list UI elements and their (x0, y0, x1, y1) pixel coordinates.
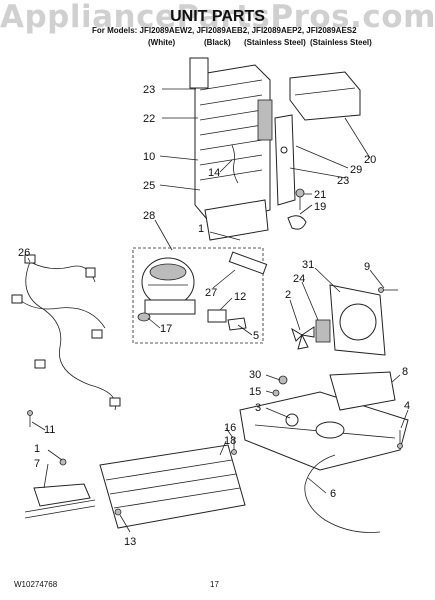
overload-12-drawing (207, 309, 227, 323)
page-title: UNIT PARTS (170, 8, 265, 25)
callout-16: 16 (224, 422, 236, 434)
screw-1b-drawing (59, 458, 67, 466)
callout-1-top: 1 (198, 223, 204, 235)
fan-motor-drawing (315, 319, 331, 343)
callout-3: 3 (255, 402, 261, 414)
base-pan-drawing (239, 391, 409, 471)
grommet-30-drawing (278, 375, 288, 385)
callout-25: 25 (143, 180, 155, 192)
leader-lines (27, 88, 409, 533)
callout-4: 4 (404, 400, 410, 412)
screw-15-drawing (272, 389, 280, 397)
evaporator-cover-drawing (189, 57, 273, 241)
callout-11: 11 (44, 424, 55, 436)
finish-label: (Stainless Steel) (244, 38, 306, 47)
callout-23-right: 23 (337, 175, 349, 187)
screw-4-drawing (397, 430, 403, 449)
screw-11-drawing (27, 410, 33, 427)
drain-tube-drawing (304, 454, 381, 533)
callout-27: 27 (205, 287, 217, 299)
callout-30: 30 (249, 369, 261, 381)
callout-18: 18 (224, 435, 236, 447)
callout-10: 10 (143, 151, 155, 163)
callout-14: 14 (208, 167, 220, 179)
callout-17: 17 (160, 323, 172, 335)
screw-16-drawing (231, 438, 237, 455)
watermark: AppliancePartsPros.com (0, 0, 435, 35)
callout-15: 15 (249, 386, 261, 398)
compressor-drawing (132, 247, 264, 344)
relay-27-drawing (228, 251, 268, 275)
callout-24: 24 (293, 273, 305, 285)
callout-23-top: 23 (143, 84, 155, 96)
model-list: For Models: JFI2089AEW2, JFI2089AEB2, JF… (92, 26, 357, 35)
screw-9-drawing (378, 287, 398, 293)
fan-blade-drawing (291, 326, 315, 350)
clip-19-drawing (287, 215, 307, 230)
bracket-5-drawing (227, 317, 247, 331)
callout-19: 19 (314, 201, 326, 213)
callout-12: 12 (234, 291, 246, 303)
callout-2: 2 (285, 289, 291, 301)
heater-14-drawing (231, 144, 239, 184)
finish-label: (White) (148, 38, 176, 47)
wiring-harness-drawing (11, 254, 121, 411)
callout-21: 21 (314, 189, 326, 201)
document-number: W10274768 (14, 580, 58, 589)
callout-26: 26 (18, 247, 30, 259)
callout-7: 7 (34, 458, 40, 470)
drain-trough-drawing (24, 483, 96, 519)
callout-31: 31 (302, 259, 314, 271)
side-bracket-drawing (274, 114, 296, 206)
callout-20: 20 (364, 154, 376, 166)
callout-5: 5 (253, 330, 259, 342)
callout-9: 9 (364, 261, 370, 273)
bracket-8-drawing (329, 371, 396, 411)
finish-label: (Black) (204, 38, 231, 47)
grommet-17-drawing (137, 312, 151, 322)
screw-21-drawing (295, 188, 305, 210)
callout-13: 13 (124, 536, 136, 548)
callout-8: 8 (402, 366, 408, 378)
callout-numbers: 23 22 10 25 20 29 23 21 19 14 28 1 27 12… (18, 84, 410, 548)
callout-29: 29 (350, 164, 362, 176)
callout-22: 22 (143, 113, 155, 125)
callout-28: 28 (143, 210, 155, 222)
page-number: 17 (210, 580, 219, 589)
finish-label: (Stainless Steel) (310, 38, 372, 47)
screw-13-drawing (114, 508, 122, 516)
condenser-coil-drawing (99, 444, 246, 529)
condenser-fan-shroud-drawing (329, 284, 386, 356)
air-duct-drawing (289, 71, 361, 121)
callout-6: 6 (330, 488, 336, 500)
callout-1-bottom: 1 (34, 443, 40, 455)
